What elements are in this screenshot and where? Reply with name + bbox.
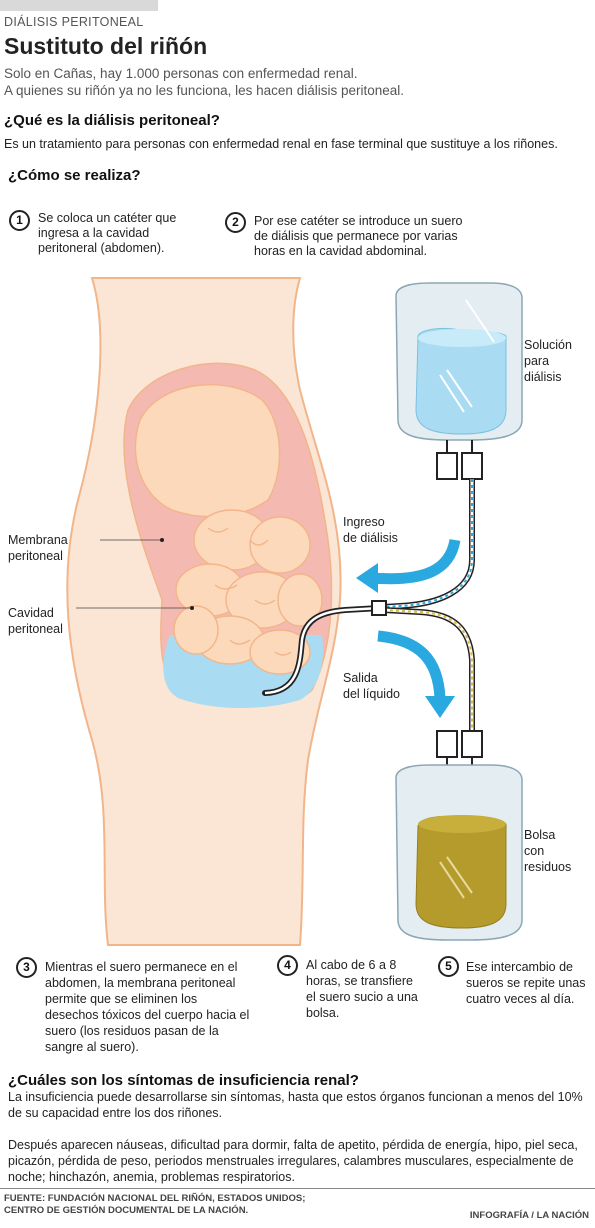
salida-arrow [377, 630, 446, 699]
step-5-number: 5 [438, 956, 459, 977]
step-3-text: Mientras el suero permanece en el abdome… [45, 960, 250, 1054]
label-membrana: Membrana peritoneal [8, 532, 68, 564]
source-line-2: CENTRO DE GESTIÓN DOCUMENTAL DE LA NACIÓ… [4, 1205, 249, 1216]
lede-line-1: Solo en Cañas, hay 1.000 personas con en… [4, 66, 358, 81]
step-4-number: 4 [277, 955, 298, 976]
label-salida-line-1: Salida [343, 671, 378, 685]
step-5-text: Ese intercambio de sueros se repite unas… [466, 960, 586, 1006]
label-membrana-line-2: peritoneal [8, 549, 63, 563]
label-bolsa-line-3: residuos [524, 860, 572, 874]
lede: Solo en Cañas, hay 1.000 personas con en… [4, 65, 589, 99]
kicker: DIÁLISIS PERITONEAL [4, 15, 144, 29]
what-text: Es un tratamiento para personas con enfe… [4, 137, 558, 151]
what-heading: ¿Qué es la diálisis peritoneal? [4, 112, 220, 129]
top-bar [0, 0, 158, 11]
label-solucion: Solución para diálisis [524, 337, 572, 385]
how-heading: ¿Cómo se realiza? [8, 167, 141, 184]
source: FUENTE: FUNDACIÓN NACIONAL DEL RIÑÓN, ES… [4, 1193, 305, 1217]
label-solucion-line-1: Solución [524, 338, 572, 352]
solution-bag-icon [395, 282, 523, 480]
label-ingreso-line-2: de diálisis [343, 531, 398, 545]
symptoms-paragraph-1: La insuficiencia puede desarrollarse sin… [8, 1090, 583, 1120]
step-1-number: 1 [9, 210, 30, 231]
footer-divider [0, 1188, 595, 1189]
ingreso-arrow [371, 538, 461, 585]
label-bolsa: Bolsa con residuos [524, 827, 571, 875]
label-ingreso: Ingreso de diálisis [343, 514, 398, 546]
label-salida-line-2: del líquido [343, 687, 400, 701]
connector [371, 600, 387, 616]
symptoms-paragraph-2: Después aparecen náuseas, dificultad par… [8, 1138, 578, 1184]
step-2-text: Por ese catéter se introduce un suero de… [254, 214, 463, 258]
label-solucion-line-3: diálisis [524, 370, 562, 384]
label-cavidad: Cavidad peritoneal [8, 605, 63, 637]
label-cavidad-line-1: Cavidad [8, 606, 54, 620]
label-salida: Salida del líquido [343, 670, 400, 702]
credit: INFOGRAFÍA / LA NACIÓN [469, 1210, 589, 1221]
label-ingreso-line-1: Ingreso [343, 515, 385, 529]
lede-line-2: A quienes su riñón ya no les funciona, l… [4, 83, 405, 98]
step-1-text: Se coloca un catéter que ingresa a la ca… [38, 211, 177, 255]
symptoms-heading: ¿Cuáles son los síntomas de insuficienci… [8, 1072, 359, 1089]
source-line-1: FUENTE: FUNDACIÓN NACIONAL DEL RIÑÓN, ES… [4, 1193, 306, 1204]
step-3-number: 3 [16, 957, 37, 978]
waste-bag-icon [395, 730, 523, 941]
step-2-number: 2 [225, 212, 246, 233]
label-bolsa-line-1: Bolsa [524, 828, 556, 842]
step-4-text: Al cabo de 6 a 8 horas, se transfiere el… [306, 958, 418, 1020]
label-bolsa-line-2: con [524, 844, 545, 858]
intestines-icon [134, 384, 323, 675]
page-title: Sustituto del riñón [4, 33, 208, 59]
label-solucion-line-2: para [524, 354, 550, 368]
label-membrana-line-1: Membrana [8, 533, 68, 547]
label-cavidad-line-2: peritoneal [8, 622, 63, 636]
